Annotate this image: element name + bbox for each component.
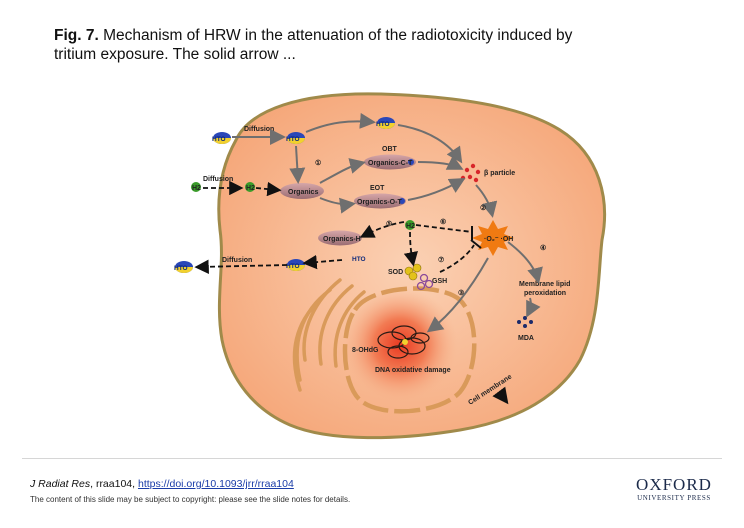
- oxford-logo-line1: OXFORD: [636, 475, 712, 494]
- svg-text:Organics-H: Organics-H: [323, 236, 361, 243]
- svg-text:Organics-O-T: Organics-O-T: [357, 199, 402, 206]
- label-diffusion-hto: Diffusion: [244, 126, 274, 133]
- endoplasmic-reticulum: [292, 278, 366, 392]
- label-gsh: GSH: [432, 278, 447, 285]
- label-dna-oxidative-damage: DNA oxidative damage: [375, 367, 451, 374]
- doi-link[interactable]: https://doi.org/10.1093/jrr/rraa104: [137, 478, 294, 490]
- svg-text:HTO: HTO: [212, 136, 226, 143]
- hto-top-icon: HTO: [376, 117, 395, 129]
- hto-cell-icon: HTO: [286, 132, 305, 144]
- dna-coils: [377, 325, 430, 359]
- figure-title: Fig. 7. Mechanism of HRW in the attenuat…: [54, 26, 574, 64]
- organics-c-t-pill: Organics-C-T: [364, 154, 416, 170]
- h2-cell-icon: H2: [245, 182, 255, 192]
- hto-outside-icon: HTO: [212, 132, 231, 144]
- step-2: ②: [480, 204, 486, 212]
- mda-dots: [517, 316, 533, 328]
- nucleus-glow: [342, 287, 458, 403]
- organics-h-pill: Organics-H: [318, 230, 362, 246]
- svg-text:HTO: HTO: [376, 121, 390, 128]
- oxford-logo-line2: UNIVERSITY PRESS: [637, 494, 711, 502]
- label-sod: SOD: [388, 269, 403, 276]
- organics-pill: Organics: [280, 183, 324, 199]
- svg-text:HTO: HTO: [174, 265, 188, 272]
- hto-label-inner: HTO: [352, 256, 366, 263]
- gsh-icon: [416, 273, 434, 291]
- label-peroxidation: peroxidation: [524, 290, 566, 297]
- hto-middle-icon: HTO: [286, 259, 305, 271]
- label-mda: MDA: [518, 335, 534, 342]
- label-beta-particle: β particle: [484, 170, 515, 177]
- figure-label: Fig. 7.: [54, 27, 99, 44]
- citation: J Radiat Res, rraa104, https://doi.org/1…: [30, 478, 294, 490]
- label-membrane-lipid: Membrane lipid: [519, 281, 570, 288]
- nuclear-envelope: [342, 286, 477, 414]
- step-3: ③: [458, 289, 464, 297]
- dashed-arrows: [194, 180, 475, 274]
- ros-burst-icon: [472, 220, 514, 256]
- hto-left-icon: HTO: [174, 261, 193, 273]
- svg-text:HTO: HTO: [286, 263, 300, 270]
- solid-arrows: [232, 112, 543, 333]
- label-8-ohdg: 8-OHdG: [352, 347, 379, 354]
- article-id: , rraa104,: [90, 478, 138, 490]
- svg-text:Organics-C-T: Organics-C-T: [368, 160, 413, 167]
- journal-name: J Radiat Res: [30, 478, 91, 490]
- copyright-note: The content of this slide may be subject…: [30, 495, 351, 504]
- cell-membrane-pointer: [492, 386, 509, 405]
- label-diffusion-out: Diffusion: [222, 257, 252, 264]
- step-1: ①: [315, 159, 321, 167]
- footer-divider: [22, 458, 722, 459]
- dna-lesion-dot: [402, 339, 408, 345]
- svg-text:Organics: Organics: [288, 189, 318, 196]
- step-5: ⑤: [386, 220, 392, 228]
- step-4: ④: [540, 244, 546, 252]
- figure-caption: Mechanism of HRW in the attenuation of t…: [54, 27, 573, 63]
- svg-text:H2: H2: [192, 185, 201, 192]
- h2-outside-icon: H2: [191, 182, 201, 192]
- step-6: ⑥: [440, 218, 446, 226]
- svg-text:H2: H2: [246, 185, 255, 192]
- label-obt: OBT: [382, 146, 398, 153]
- step-7: ⑦: [438, 256, 444, 264]
- label-diffusion-h2: Diffusion: [203, 176, 233, 183]
- svg-text:H2: H2: [406, 223, 415, 230]
- label-ros: ·O₂⁻ ·OH: [484, 236, 513, 243]
- label-eot: EOT: [370, 185, 385, 192]
- organics-o-t-pill: Organics-O-T: [354, 193, 406, 209]
- inhibition-bar-2: [470, 239, 482, 249]
- oxford-logo: OXFORD UNIVERSITY PRESS: [632, 475, 716, 503]
- h2-inner-icon: H2: [405, 220, 415, 230]
- svg-text:HTO: HTO: [286, 136, 300, 143]
